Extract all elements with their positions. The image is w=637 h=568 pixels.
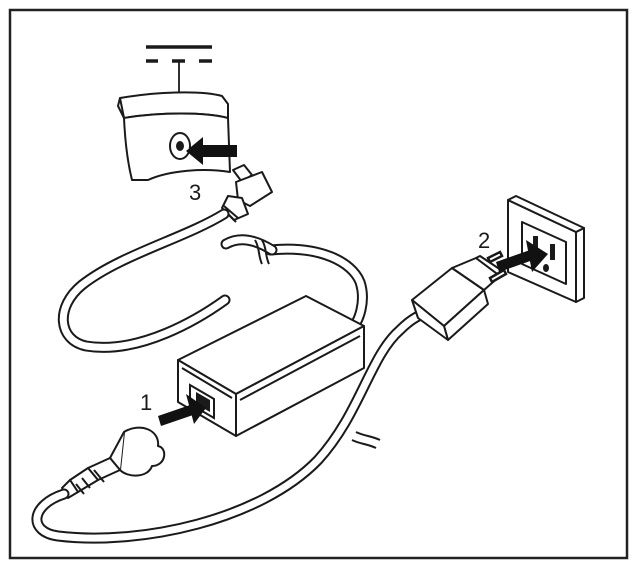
step-3-label: 3 [189,180,201,205]
laptop-dc-in-port [169,132,191,160]
ac-cable [31,306,434,544]
step-1-label: 1 [140,390,152,415]
wall-plug-prongs [486,250,508,284]
step-1-arrow [158,394,206,426]
wall-plug [411,255,505,341]
step-2-arrow [496,240,548,272]
cloverleaf-connector [61,426,166,499]
dc-plug [221,164,273,223]
cable-break-mark-top [254,239,270,265]
step-2-label: 2 [478,228,490,253]
dc-cable [57,208,368,353]
outlet-slots [533,236,555,272]
dc-power-symbol [146,45,212,63]
step-3-arrow [186,137,237,165]
cable-break-mark-bottom [351,431,381,449]
